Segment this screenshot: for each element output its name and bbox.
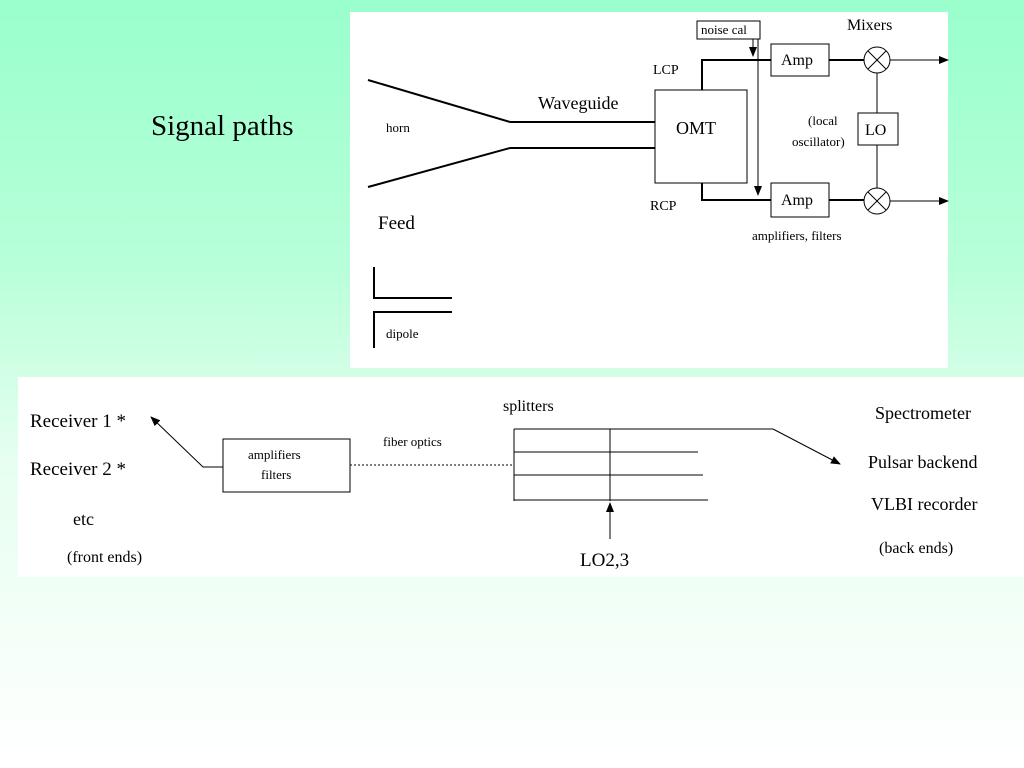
- local-oscillator-line1: (local: [808, 113, 838, 128]
- waveguide: [510, 121, 655, 149]
- horn-antenna: [367, 79, 511, 188]
- amp-label-rcp: Amp: [781, 192, 813, 209]
- splitters-grid: [513, 428, 773, 501]
- etc-label: etc: [73, 509, 94, 529]
- amplifiers-filters-box: [222, 438, 351, 493]
- arrow-to-backends: [772, 428, 841, 465]
- amplifiers-filters-label: amplifiers, filters: [752, 228, 842, 243]
- splitters-label: splitters: [503, 398, 554, 415]
- slide-title: Signal paths: [151, 110, 294, 142]
- mixer-lcp: [863, 46, 891, 74]
- receiver-2-label: Receiver 2 *: [30, 459, 126, 480]
- dipole-symbol: [373, 267, 452, 348]
- dipole-label: dipole: [386, 326, 419, 341]
- mixer-rcp: [863, 187, 891, 215]
- backend-diagram-svg: Receiver 1 * Receiver 2 * etc (front end…: [30, 398, 977, 571]
- lo23-label: LO2,3: [580, 550, 629, 571]
- back-ends-label: (back ends): [879, 540, 953, 557]
- local-oscillator-line2: oscillator): [792, 134, 845, 149]
- amp-box-rcp: [770, 182, 830, 218]
- lo-box: [857, 112, 899, 146]
- receiver-1-label: Receiver 1 *: [30, 411, 126, 432]
- amp-box-line1: amplifiers: [248, 447, 301, 462]
- lcp-label: LCP: [653, 63, 679, 78]
- frontend-diagram-svg: horn Feed Waveguide OMT LCP RCP noise ca…: [367, 17, 949, 348]
- lo-label: LO: [865, 122, 886, 139]
- fiber-optics-label: fiber optics: [383, 434, 442, 449]
- rcp-label: RCP: [650, 199, 677, 214]
- receiver-frontend-diagram: horn Feed Waveguide OMT LCP RCP noise ca…: [350, 12, 949, 368]
- feed-label: Feed: [378, 213, 415, 234]
- amp-box-lcp: [770, 43, 830, 77]
- arrow-to-receivers: [150, 416, 223, 468]
- omt-box: [654, 89, 748, 184]
- noise-cal-label: noise cal: [701, 22, 747, 37]
- lcp-path: [701, 59, 771, 90]
- omt-label: OMT: [676, 118, 716, 138]
- horn-label: horn: [386, 120, 410, 135]
- pulsar-backend-label: Pulsar backend: [868, 452, 977, 472]
- rcp-path: [701, 183, 771, 201]
- waveguide-label: Waveguide: [538, 93, 619, 113]
- backend-diagram: Receiver 1 * Receiver 2 * etc (front end…: [18, 377, 1024, 577]
- noise-cal-box: [696, 20, 761, 40]
- amp-box-line2: filters: [261, 467, 291, 482]
- amp-label-lcp: Amp: [781, 52, 813, 69]
- vlbi-recorder-label: VLBI recorder: [871, 494, 977, 514]
- front-ends-label: (front ends): [67, 549, 142, 566]
- spectrometer-label: Spectrometer: [875, 403, 971, 423]
- mixers-label: Mixers: [847, 17, 892, 34]
